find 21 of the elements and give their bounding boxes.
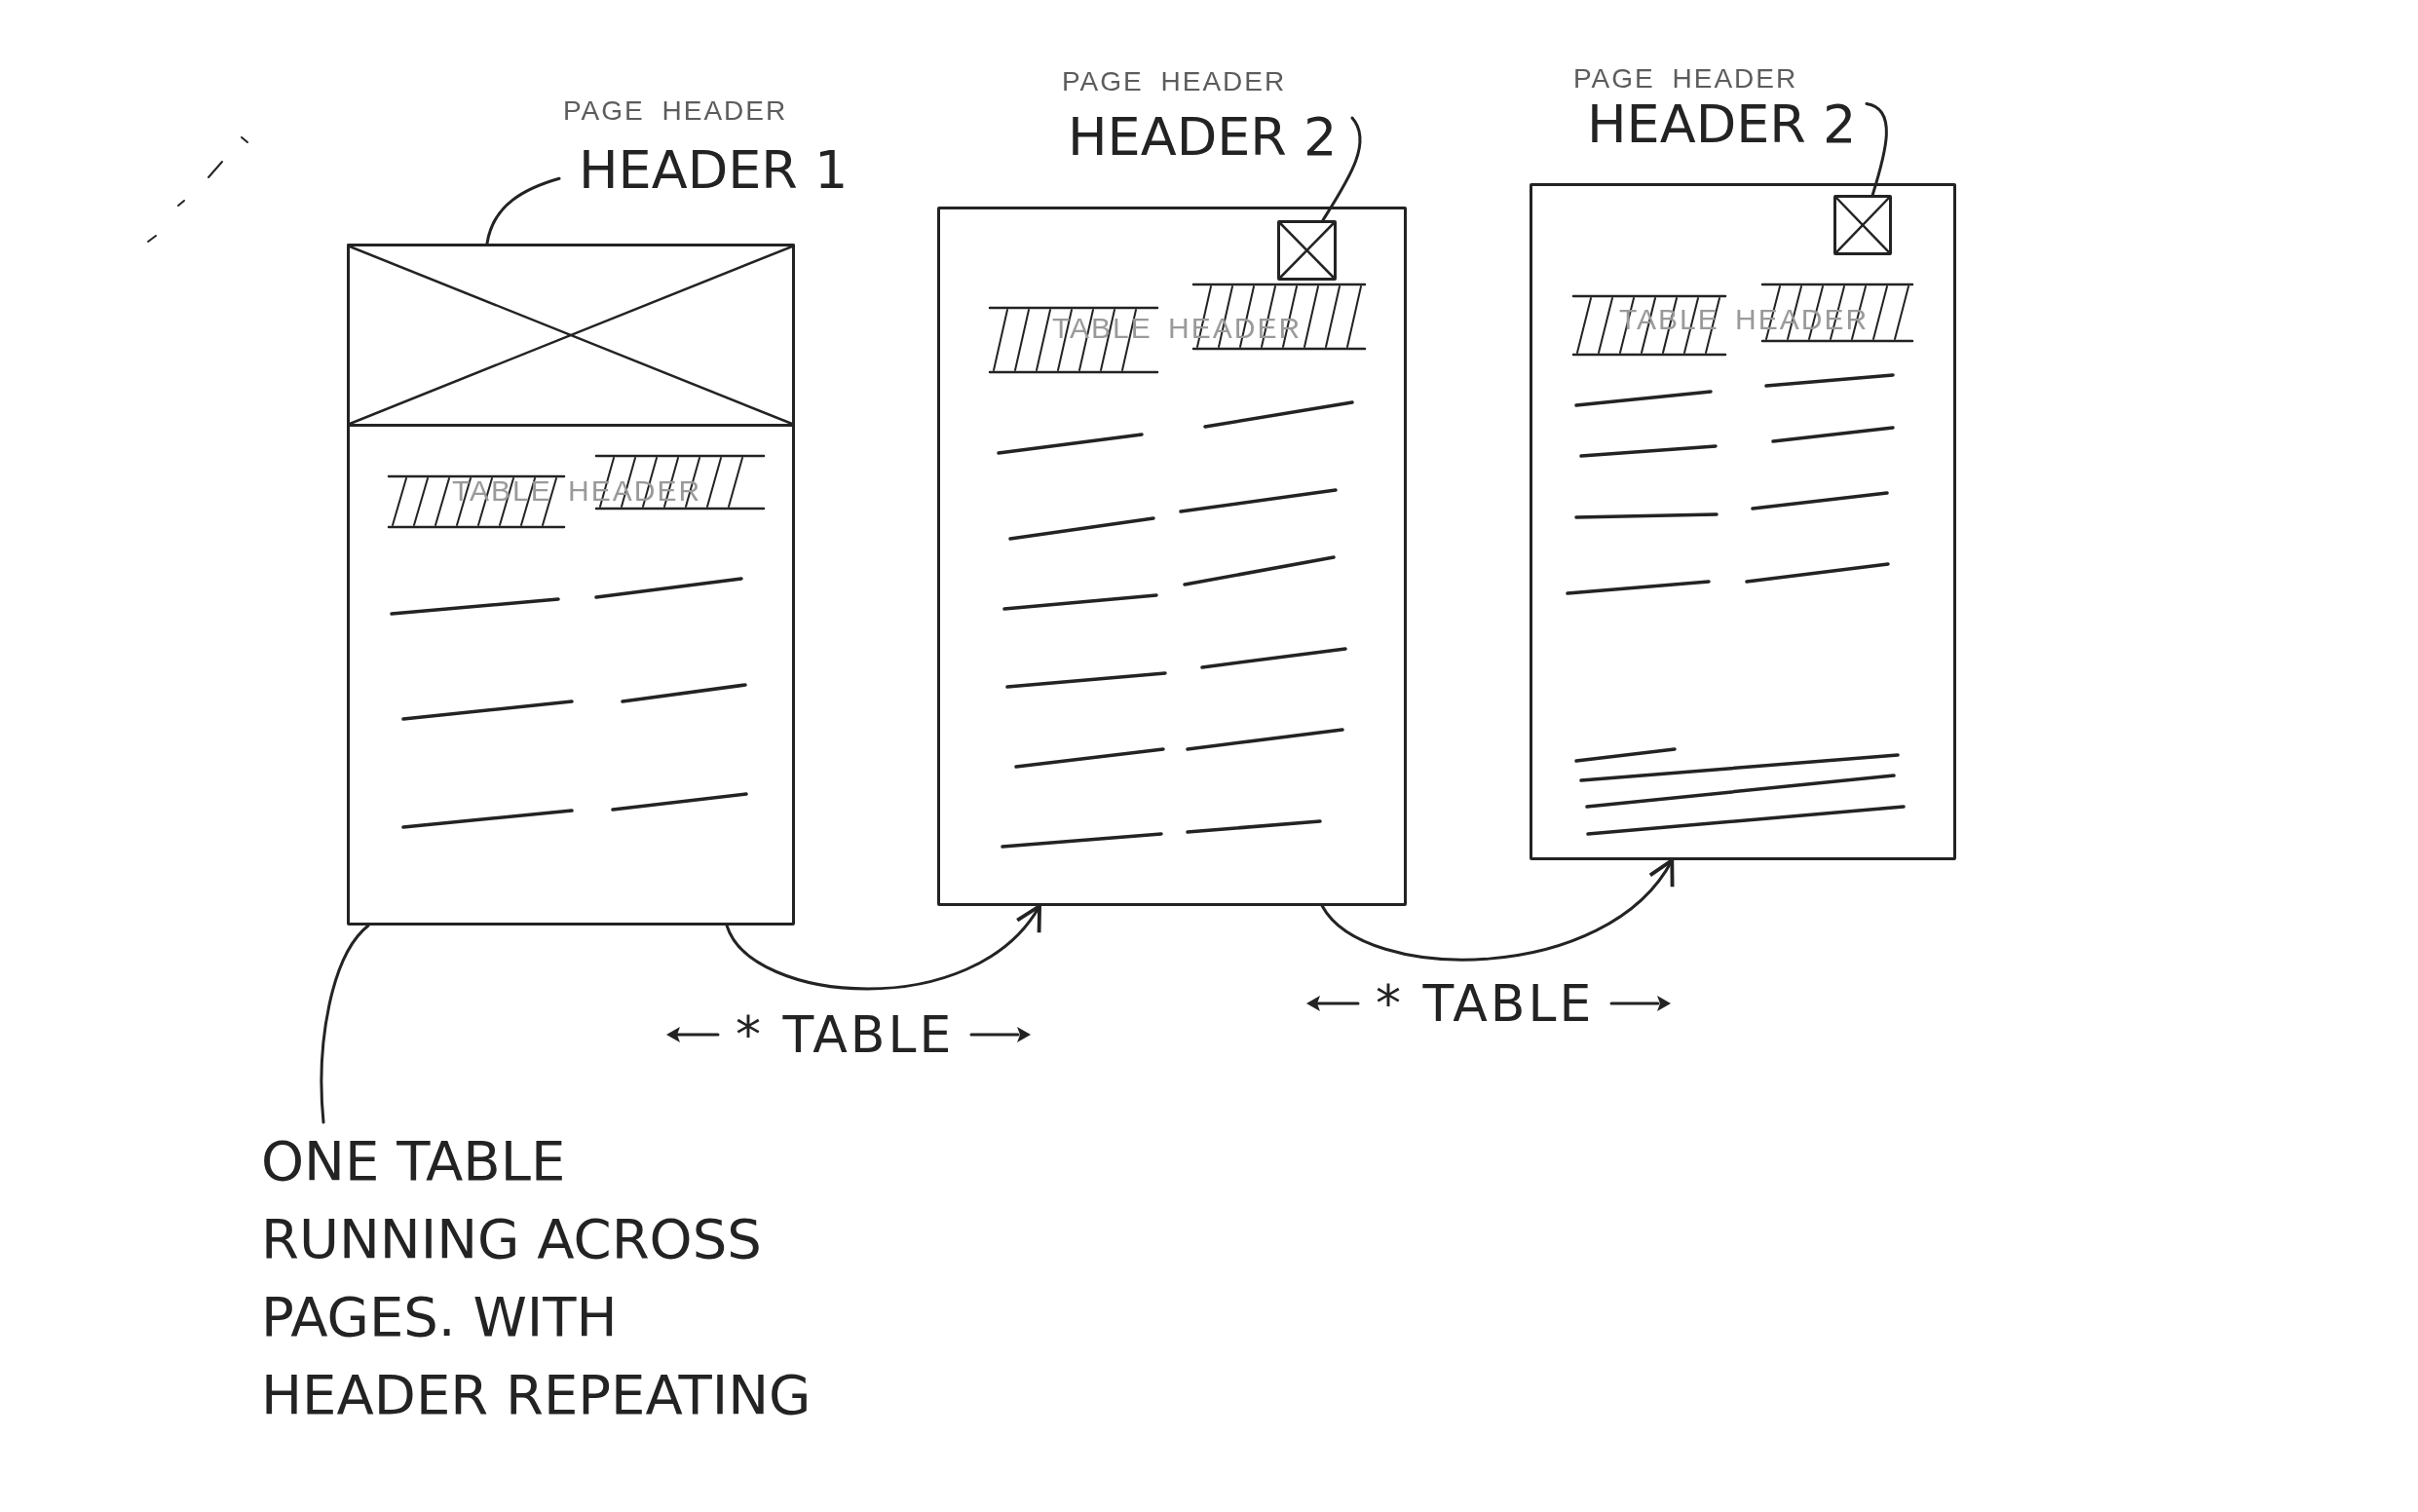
page-header-label: PAGE HEADER — [1062, 67, 1287, 96]
image-placeholder — [1277, 220, 1337, 281]
header-title: HEADER 2 — [1587, 94, 1857, 156]
page-header-label: PAGE HEADER — [563, 96, 788, 126]
header-title: HEADER 2 — [1068, 106, 1338, 169]
page-outline — [347, 244, 795, 926]
caption-text: * TABLE — [736, 1007, 955, 1062]
leader-line — [485, 176, 561, 246]
curved-arrow — [725, 904, 1041, 991]
image-placeholder — [1833, 195, 1892, 255]
leader-line — [1321, 116, 1362, 222]
leader-line — [1865, 101, 1888, 197]
leader-line — [320, 924, 370, 1124]
image-placeholder — [347, 244, 795, 427]
note-text: ONE TABLE RUNNING ACROSS PAGES. WITH HEADER REPEATING — [261, 1128, 812, 1428]
caption-text: * TABLE — [1376, 976, 1595, 1031]
header-title: HEADER 1 — [579, 139, 849, 202]
curved-arrow — [1320, 858, 1675, 962]
page-outline — [1530, 183, 1956, 860]
page-outline — [937, 207, 1407, 906]
page-header-label: PAGE HEADER — [1573, 64, 1798, 94]
